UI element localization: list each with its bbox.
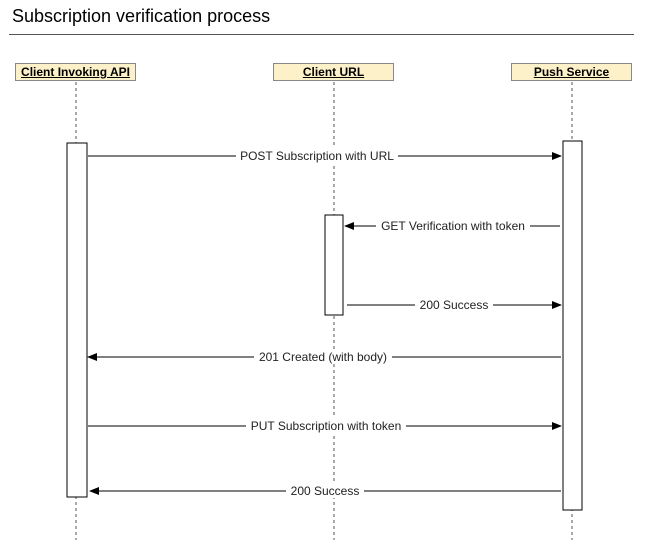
- actor-client-url: Client URL: [273, 63, 394, 81]
- message-label: POST Subscription with URL: [240, 149, 394, 163]
- message-label: 200 Success: [420, 298, 489, 312]
- message-200-success-url: 200 Success: [347, 297, 562, 312]
- diagram-title: Subscription verification process: [12, 6, 271, 26]
- actor-client-invoking-api: Client Invoking API: [15, 63, 136, 81]
- message-label: 201 Created (with body): [259, 350, 387, 364]
- message-get-verification: GET Verification with token: [344, 218, 560, 233]
- message-label: PUT Subscription with token: [251, 419, 402, 433]
- title-divider: [9, 34, 634, 35]
- actor-push-service: Push Service: [511, 63, 632, 81]
- message-label: 200 Success: [291, 484, 360, 498]
- message-put-subscription: PUT Subscription with token: [88, 418, 562, 433]
- message-201-created: 201 Created (with body): [87, 349, 561, 364]
- message-200-success-final: 200 Success: [89, 483, 561, 498]
- message-post-subscription: POST Subscription with URL: [88, 148, 562, 163]
- activation-client-url: [324, 214, 344, 316]
- message-label: GET Verification with token: [381, 219, 525, 233]
- activation-client-invoking-api: [66, 142, 88, 498]
- activation-push-service: [562, 140, 583, 511]
